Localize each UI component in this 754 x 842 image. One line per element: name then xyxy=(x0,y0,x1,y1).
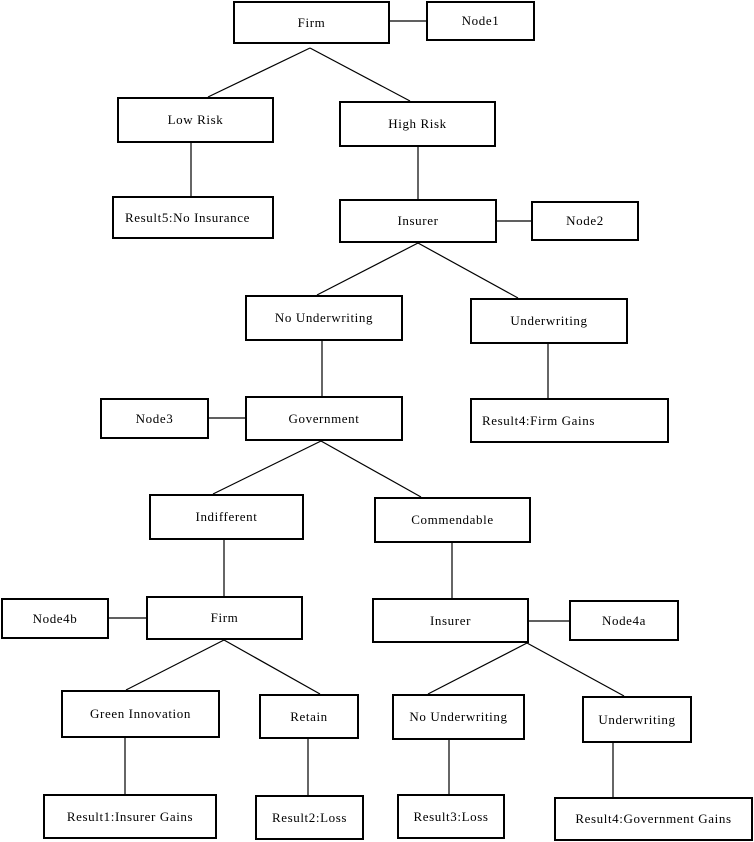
node-label: Indifferent xyxy=(195,509,258,524)
node-high-risk: High Risk xyxy=(339,101,496,147)
node-label: No Underwriting xyxy=(274,310,374,325)
edge-firm-lowrisk xyxy=(207,47,311,98)
node-node4b: Node4b xyxy=(1,598,109,639)
node-label: Insurer xyxy=(397,213,439,228)
node-label: Node3 xyxy=(135,410,174,426)
node-label: Node2 xyxy=(566,213,604,228)
node-label: Commendable xyxy=(411,512,494,527)
node-node3: Node3 xyxy=(100,398,209,439)
node-insurer-2: Insurer xyxy=(372,598,529,643)
edge-government-indifferent xyxy=(212,440,322,495)
node-underwriting-1: Underwriting xyxy=(470,298,628,344)
node-label: Result1:Insurer Gains xyxy=(66,808,194,824)
node-firm-root: Firm xyxy=(233,1,390,44)
node-label: Node1 xyxy=(461,13,500,28)
edge-government-commendable xyxy=(320,440,422,498)
edge-insurer-underwriting2 xyxy=(526,642,625,697)
node-label: Node4b xyxy=(32,610,78,626)
node-retain: Retain xyxy=(259,694,359,739)
node-label: Retain xyxy=(290,708,328,724)
node-no-underwriting-1: No Underwriting xyxy=(245,295,403,341)
node-label: Result5:No Insurance xyxy=(125,209,251,225)
node-label: Firm xyxy=(210,610,239,625)
node-label: No Underwriting xyxy=(409,709,508,724)
edge-firm-highrisk xyxy=(309,47,411,102)
node-firm-2: Firm xyxy=(146,596,303,640)
node-node1: Node1 xyxy=(426,1,535,41)
node-label: Underwriting xyxy=(598,711,676,727)
node-result2: Result2:Loss xyxy=(255,795,364,840)
node-low-risk: Low Risk xyxy=(117,97,274,143)
node-node4a: Node4a xyxy=(569,600,679,641)
node-label: Firm xyxy=(297,14,326,30)
node-result5: Result5:No Insurance xyxy=(112,196,274,239)
edge-firm-retain xyxy=(223,639,321,695)
node-no-underwriting-2: No Underwriting xyxy=(392,694,525,740)
edge-firm-greeninnovation xyxy=(125,639,225,691)
edge-insurer-nounderwriting2 xyxy=(427,642,528,695)
node-label: High Risk xyxy=(388,116,447,131)
edge-insurer-nounderwriting xyxy=(316,242,419,296)
node-label: Result4:Government Gains xyxy=(575,811,732,826)
node-underwriting-2: Underwriting xyxy=(582,696,692,743)
node-result4-firm-gains: Result4:Firm Gains xyxy=(470,398,669,443)
node-label: Result2:Loss xyxy=(271,809,348,825)
node-label: Low Risk xyxy=(167,112,224,127)
node-commendable: Commendable xyxy=(374,497,531,543)
node-node2: Node2 xyxy=(531,201,639,241)
node-label: Underwriting xyxy=(510,313,588,328)
node-result1: Result1:Insurer Gains xyxy=(43,794,217,839)
edge-insurer-underwriting xyxy=(417,242,519,299)
node-insurer-1: Insurer xyxy=(339,199,497,243)
node-label: Result3:Loss xyxy=(413,808,489,824)
node-result4-government-gains: Result4:Government Gains xyxy=(554,797,753,841)
node-label: Insurer xyxy=(429,612,472,628)
node-label: Green Innovation xyxy=(90,706,191,721)
node-indifferent: Indifferent xyxy=(149,494,304,540)
node-green-innovation: Green Innovation xyxy=(61,690,220,738)
node-label: Government xyxy=(288,410,360,426)
node-government: Government xyxy=(245,396,403,441)
node-label: Node4a xyxy=(601,612,647,628)
node-label: Result4:Firm Gains xyxy=(482,412,595,428)
node-result3: Result3:Loss xyxy=(397,794,505,839)
